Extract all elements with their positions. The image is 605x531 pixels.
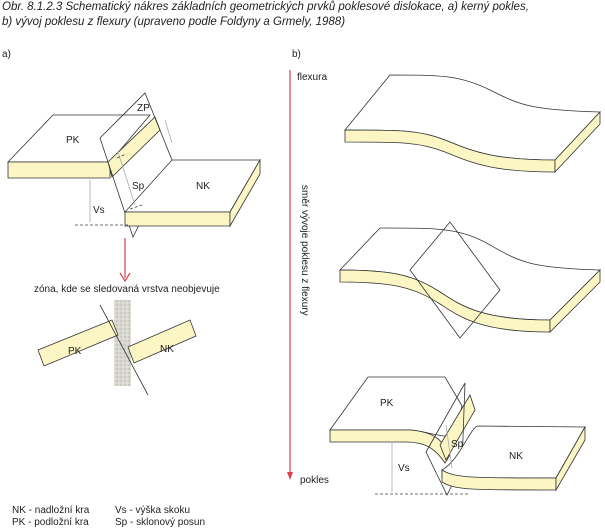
panel-a-block-diagram: PK ZP Sp NK Vs — [7, 92, 261, 239]
pk-label-b: PK — [380, 398, 394, 409]
sp-arrow — [445, 424, 453, 469]
vs-label: Vs — [93, 205, 105, 216]
nk-block-side — [229, 158, 261, 228]
fault-block: PK Sp NK Vs — [329, 376, 586, 496]
legend-row: NK - nadložní kra Vs - výška skoku — [12, 505, 205, 517]
missing-zone-band — [114, 300, 131, 386]
legend-vs: Vs - výška skoku — [115, 505, 191, 516]
zp-label: ZP — [137, 103, 150, 114]
axis-text: směr vývoje poklesu z flexury — [299, 185, 310, 316]
section-nk-label: NK — [160, 344, 174, 355]
legend-pk: PK - podložní kra — [12, 517, 89, 528]
caption-line-1: Obr. 8.1.2.3 Schematický nákres základní… — [2, 1, 529, 13]
pk-block-layer — [7, 161, 111, 179]
nk-label-b: NK — [509, 451, 523, 462]
nk-label: NK — [196, 181, 210, 192]
panel-a-label: a) — [2, 49, 11, 60]
sp-label-b: Sp — [451, 439, 464, 450]
figure-caption: Obr. 8.1.2.3 Schematický nákres základní… — [2, 0, 529, 30]
sp-arrow — [117, 151, 136, 206]
legend-nk: NK - nadložní kra — [12, 505, 90, 516]
flexure-label: flexura — [297, 72, 327, 83]
vs-label-b: Vs — [398, 463, 410, 474]
caption-line-2: b) vývoj poklesu z flexury (upraveno pod… — [2, 16, 346, 28]
section-pk-label: PK — [68, 346, 82, 357]
arrow-head-icon — [119, 272, 131, 283]
legend: NK - nadložní kra Vs - výška skoku PK - … — [12, 505, 205, 529]
section-nk-layer — [127, 319, 197, 364]
arrow-head-icon — [287, 472, 293, 480]
flexure-block — [344, 74, 601, 174]
section-pk-layer — [37, 319, 119, 367]
pokles-label: pokles — [300, 475, 329, 486]
panel-b-label: b) — [292, 49, 301, 60]
legend-sp: Sp - sklonový posun — [115, 517, 206, 528]
nk-block-layer — [124, 211, 231, 227]
pk-label: PK — [66, 135, 80, 146]
sp-label: Sp — [132, 181, 145, 192]
zone-text: zóna, kde se sledovaná vrstva neobjevuje — [34, 284, 220, 295]
faulting-block — [339, 221, 601, 339]
legend-row: PK - podložní kra Sp - sklonový posun — [12, 517, 205, 529]
panel-a-section: PK NK — [37, 300, 197, 396]
